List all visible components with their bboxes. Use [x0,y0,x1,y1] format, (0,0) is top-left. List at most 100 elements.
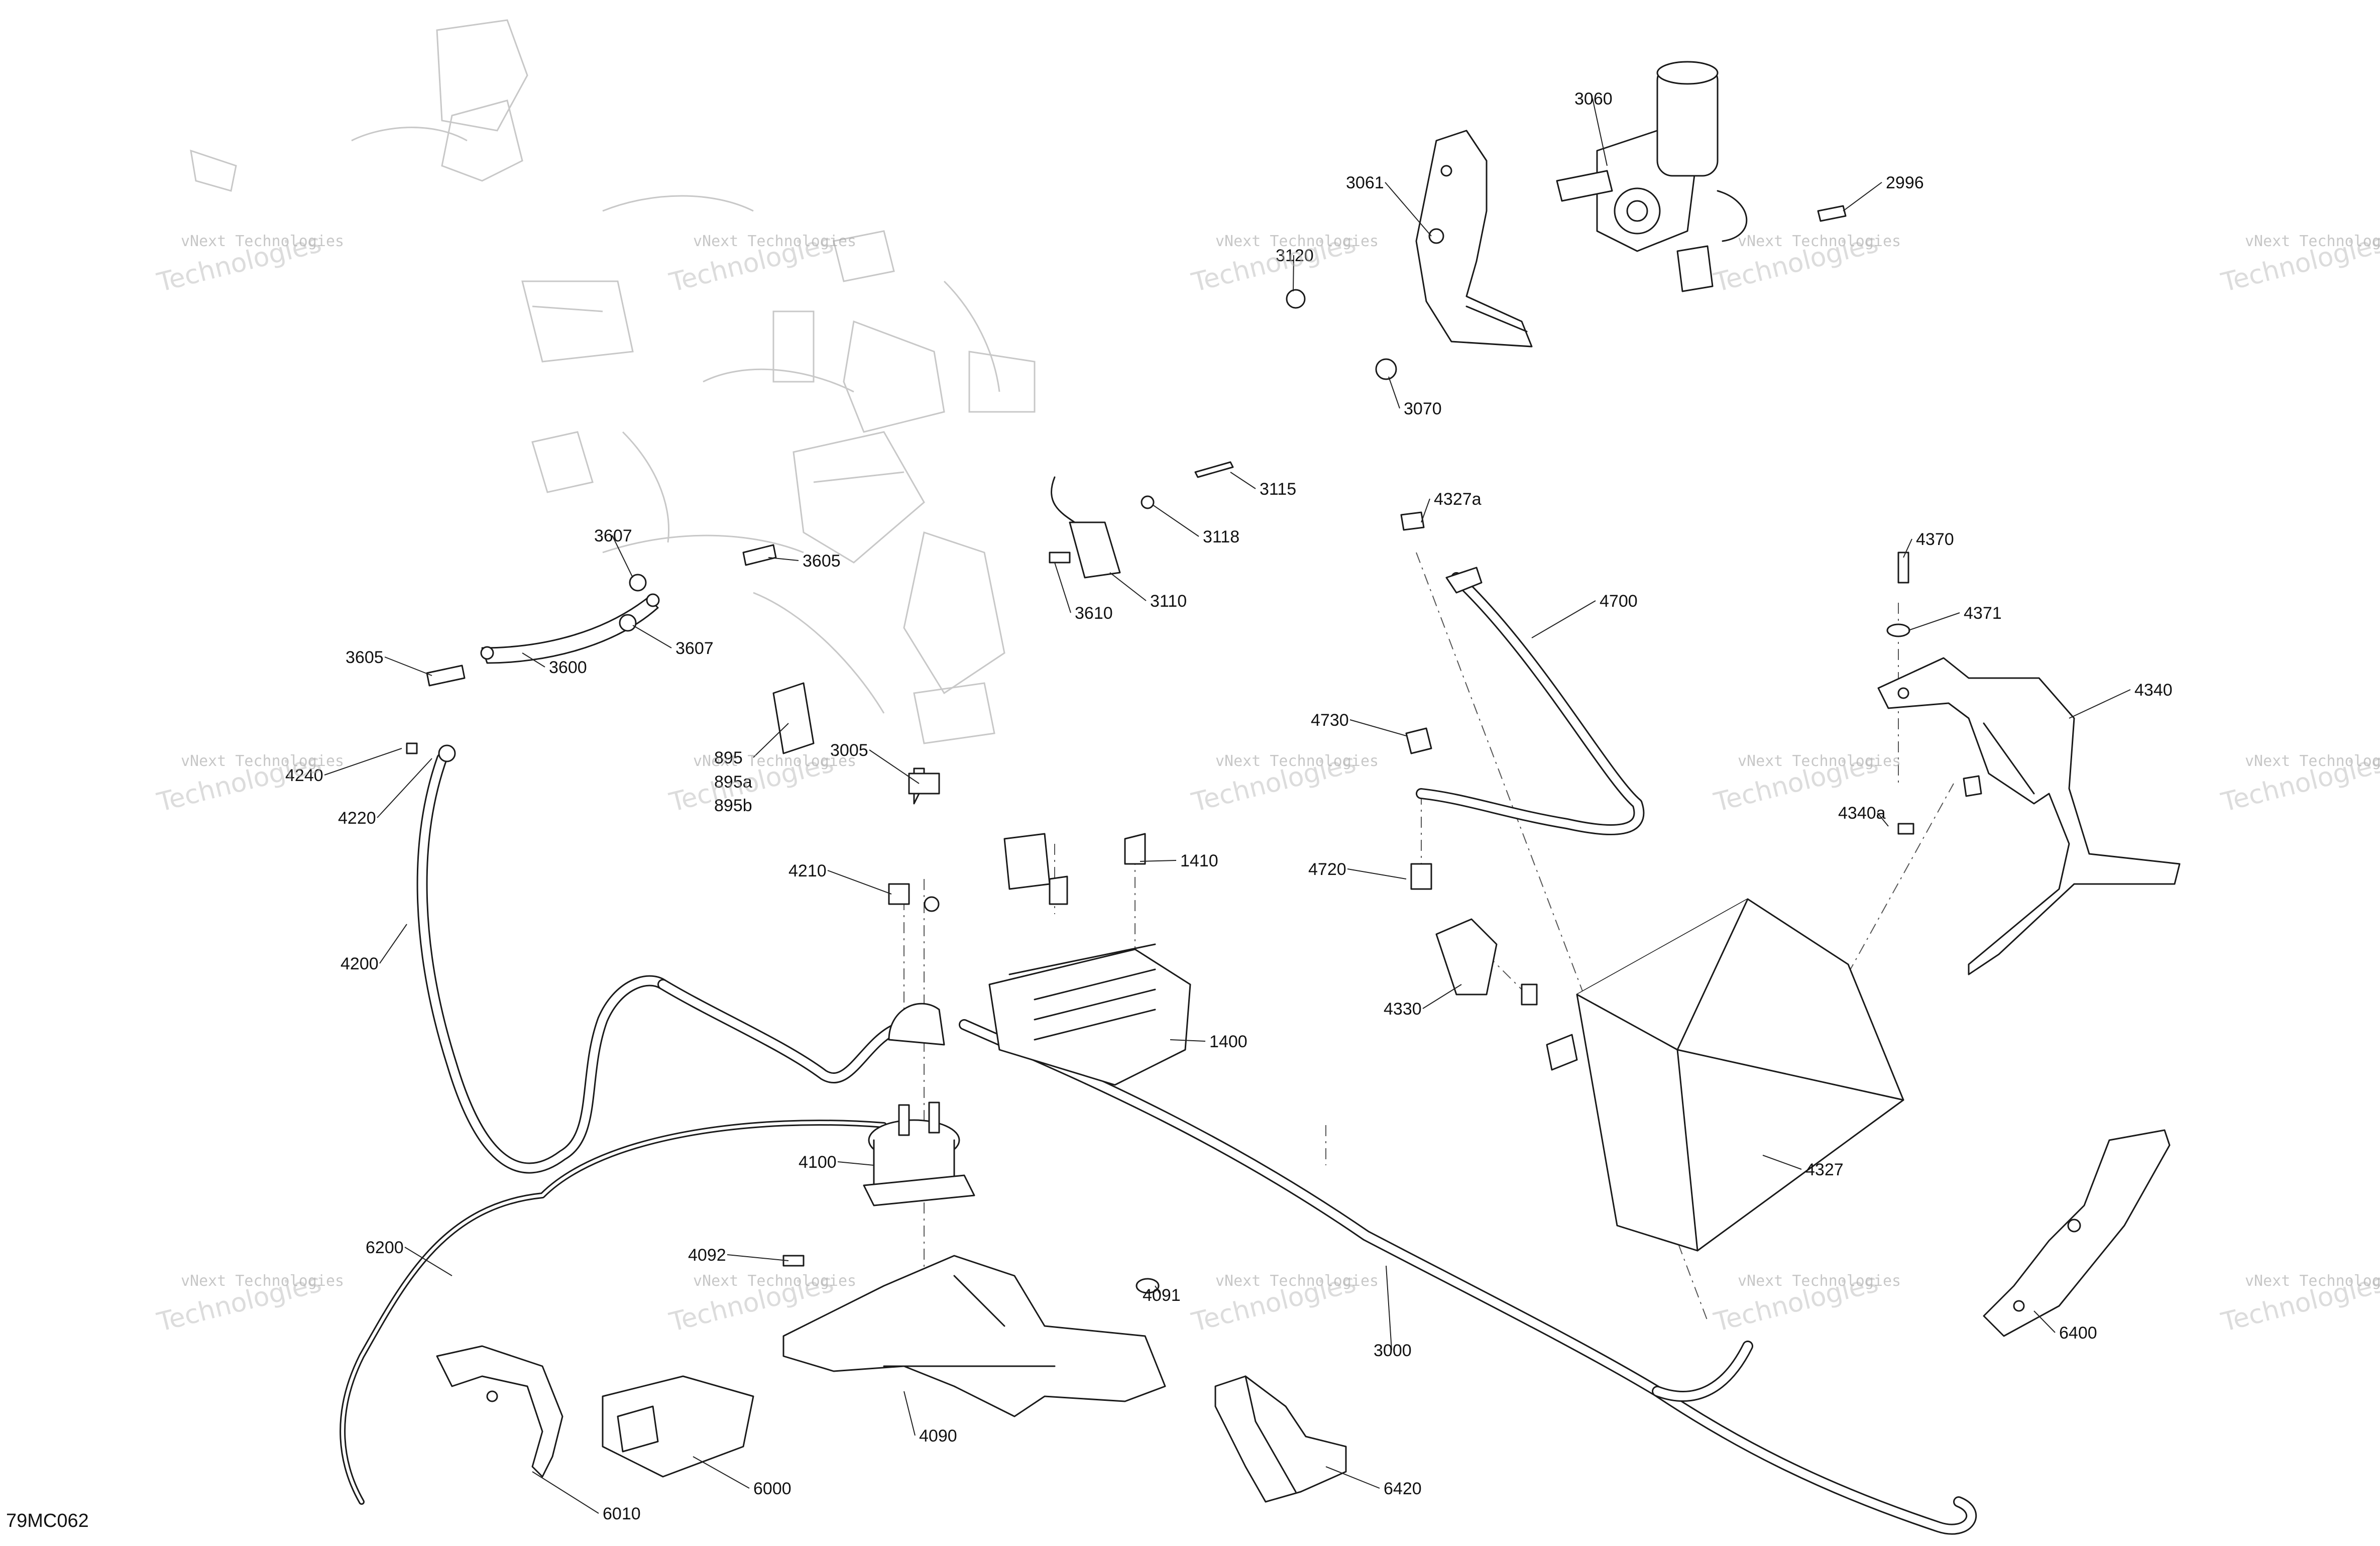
leader-line-4200 [379,924,407,964]
leader-line-4370 [1903,538,1912,558]
callout-3607a: 3607 [594,526,632,545]
callout-1400: 1400 [1209,1032,1248,1051]
leader-line-6400 [2033,1310,2056,1333]
callout-3605b: 3605 [346,648,384,667]
watermark-line1: vNext Technologies [2245,233,2380,250]
callout-6200: 6200 [366,1238,404,1257]
callout-6400: 6400 [2059,1323,2097,1343]
callout-4340: 4340 [2134,681,2173,700]
callout-3605a: 3605 [803,551,841,571]
callout-895b: 895b [714,796,752,815]
battery-4327 [1435,898,1904,1252]
leader-line-2996 [1843,182,1882,211]
callout-4340a: 4340a [1838,804,1886,823]
watermark-line1: vNext Technologies [2245,752,2380,770]
regulator-1400 [988,833,1191,1086]
watermark-line1: vNext Technologies [1215,752,1379,770]
callout-4091: 4091 [1143,1286,1181,1305]
callout-4371: 4371 [1964,604,2002,623]
leader-line-3610 [1054,562,1071,613]
callout-4730: 4730 [1311,711,1349,730]
leader-line-4330 [1422,984,1462,1009]
figure-code: 79MC062 [6,1510,89,1531]
leader-line-4730 [1349,719,1407,736]
leader-line-3600 [522,652,545,668]
leader-line-6010 [532,1471,599,1514]
callout-1410: 1410 [1180,851,1218,870]
watermark-line1: vNext Technologies [693,752,856,770]
watermark-line1: vNext Technologies [1738,1272,1901,1290]
leader-line-4340 [2069,689,2131,719]
leader-line-4090 [903,1391,916,1436]
leader-line-4240 [324,748,402,776]
callout-4090: 4090 [919,1426,957,1446]
leader-line-3605a [768,557,799,561]
cable-4200 [416,753,899,1174]
callout-3060: 3060 [1574,89,1613,108]
leader-line-3070 [1388,376,1400,409]
wiring-harness-3000 [959,1019,1977,1535]
small-fasteners [406,205,1982,1294]
callout-3118: 3118 [1203,527,1239,546]
callout-4240: 4240 [285,766,323,785]
leader-line-4720 [1347,868,1407,879]
callout-3115: 3115 [1260,480,1296,499]
watermark-line1: vNext Technologies [693,233,856,250]
leader-line-6000 [693,1456,750,1489]
leader-line-4220 [377,758,432,818]
leader-line-4371 [1908,612,1960,631]
leader-line-4327 [1762,1155,1802,1170]
bracket-6010 [436,1345,563,1478]
watermark-line1: vNext Technologies [1738,233,1901,250]
watermark-line1: vNext Technologies [2245,1272,2380,1290]
callout-895a: 895a [714,772,752,792]
leader-line-895 [753,723,789,758]
leader-line-3607b [632,625,672,648]
shield-6420 [1214,1375,1347,1503]
leader-line-3115 [1230,472,1256,489]
relay-4100 [863,1003,975,1206]
callout-4330: 4330 [1384,1000,1422,1019]
watermark-line1: vNext Technologies [181,752,344,770]
guard-6400 [1983,1129,2171,1337]
callout-4720: 4720 [1308,860,1346,879]
leader-line-3110 [1109,572,1147,601]
leader-line-3607a [612,535,633,578]
tray-4090 [782,1255,1166,1417]
leader-line-4327a [1421,498,1430,523]
callout-4210: 4210 [788,861,827,880]
callout-3610: 3610 [1075,604,1113,623]
callout-4200: 4200 [341,954,379,973]
watermark-line1: vNext Technologies [181,233,344,250]
leader-line-3120 [1293,255,1294,292]
callout-3000: 3000 [1374,1341,1412,1360]
strap-3600 [480,593,660,664]
watermark-line1: vNext Technologies [1215,1272,1379,1290]
callout-4700: 4700 [1600,592,1638,611]
bracket-4340 [1877,657,2181,975]
leader-line-3060 [1592,98,1608,166]
leader-line-3000 [1386,1265,1392,1351]
module-6000 [602,1375,754,1478]
leader-line-3005 [869,749,920,784]
cable-4700 [1416,567,1645,835]
leader-line-6420 [1325,1466,1380,1489]
leader-line-1400 [1170,1039,1206,1042]
leader-line-4210 [827,870,892,895]
leader-line-4100 [837,1161,874,1166]
background-engine-ghost [190,19,1036,744]
callout-3600: 3600 [549,658,587,677]
callout-6420: 6420 [1384,1479,1422,1498]
callout-895: 895 [714,748,743,767]
callout-3005: 3005 [830,741,868,760]
watermark-line1: vNext Technologies [1215,233,1379,250]
callout-3607b: 3607 [675,639,714,658]
callout-4370: 4370 [1916,530,1954,549]
leader-line-6200 [404,1247,452,1276]
callout-4100: 4100 [799,1153,837,1172]
bracket-3061 [1415,130,1533,348]
watermark-line1: vNext Technologies [181,1272,344,1290]
